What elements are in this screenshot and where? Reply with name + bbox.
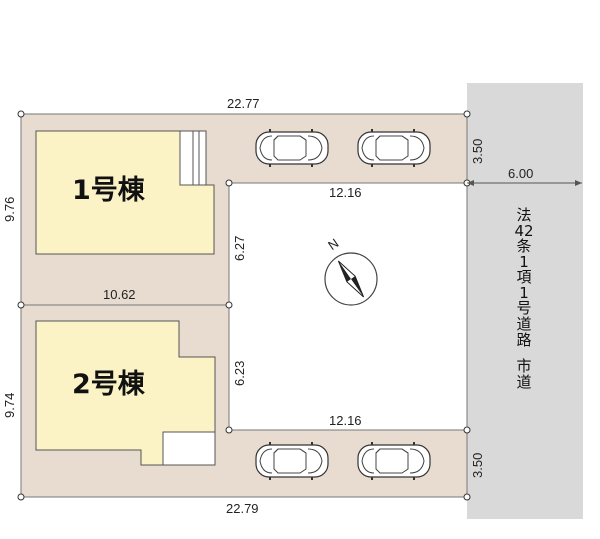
dim-middle-width: 10.62 [103, 287, 136, 302]
dim-parking-lower-width: 3.50 [470, 453, 485, 478]
dim-left-upper-depth: 9.76 [2, 197, 17, 222]
building-2-balcony [162, 431, 216, 466]
compass-icon: N [324, 235, 378, 306]
building-1-label: 1号棟 [72, 175, 146, 206]
car-icon [357, 128, 431, 168]
road-label-char: 道 [516, 315, 531, 333]
road-label-char: 条 [516, 237, 531, 255]
dim-left-lower-depth: 9.74 [2, 393, 17, 418]
dim-inner-bottom-width: 12.16 [329, 413, 362, 428]
road-area [467, 83, 583, 519]
road-label-char: 路 [516, 331, 531, 349]
road-label-char: 市 [516, 357, 531, 375]
road-label-char: 42 [514, 222, 533, 240]
inner-yard [228, 182, 468, 431]
dim-inner-top-width: 12.16 [329, 185, 362, 200]
car-icon [357, 441, 431, 481]
dim-inner-lower-depth: 6.23 [232, 361, 247, 386]
dim-inner-upper-depth: 6.27 [232, 236, 247, 261]
road-label-char: 項 [516, 268, 531, 286]
road-label-char: 道 [516, 373, 531, 391]
building-2-label: 2号棟 [72, 369, 146, 400]
dim-bottom-width: 22.79 [226, 501, 259, 516]
dim-road-width: 6.00 [508, 166, 533, 181]
road-label-char: 号 [516, 299, 531, 317]
dim-parking-upper-width: 3.50 [470, 139, 485, 164]
road-label-char: 1 [519, 284, 529, 302]
road-label-char: 法 [516, 206, 531, 224]
car-icon [255, 128, 329, 168]
road-label-char: 1 [519, 253, 529, 271]
car-icon [255, 441, 329, 481]
dim-top-width: 22.77 [227, 96, 260, 111]
